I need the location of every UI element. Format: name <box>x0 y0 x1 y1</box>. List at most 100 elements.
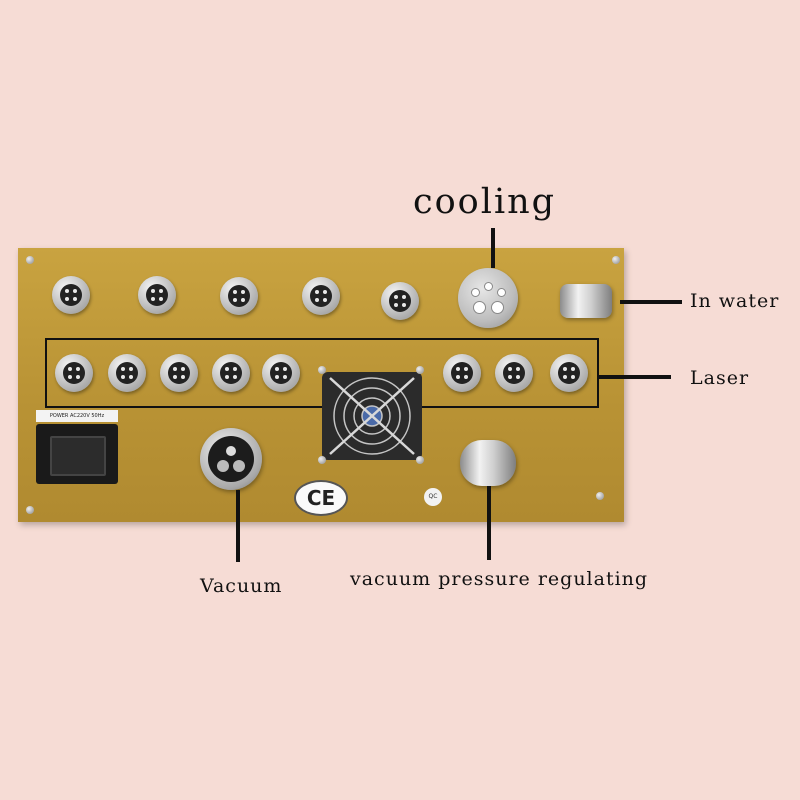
connector-pin <box>73 289 77 293</box>
connector-pin <box>76 367 80 371</box>
panel-screw <box>26 506 34 514</box>
connector-pin <box>315 290 319 294</box>
cooling-port[interactable] <box>458 268 518 328</box>
connector-pin <box>571 367 575 371</box>
connector-pin <box>323 290 327 294</box>
connector-pin <box>464 375 468 379</box>
laser-connector[interactable] <box>160 354 198 392</box>
fan-screw <box>416 366 424 374</box>
connector-pin <box>456 375 460 379</box>
connector-pin <box>283 375 287 379</box>
vacuum-port-inner <box>208 436 254 482</box>
connector-port[interactable] <box>220 277 258 315</box>
in-water-pointer-line <box>620 300 682 304</box>
connector-pin <box>121 375 125 379</box>
connector-pin <box>233 375 237 379</box>
connector-pin <box>159 297 163 301</box>
connector-pin <box>65 297 69 301</box>
connector-pin <box>563 375 567 379</box>
connector-pin <box>402 303 406 307</box>
connector-pin <box>464 367 468 371</box>
connector-pin <box>73 297 77 301</box>
connector-pin <box>233 298 237 302</box>
connector-pin <box>225 375 229 379</box>
connector-pin <box>315 298 319 302</box>
cooling-fan <box>322 372 422 460</box>
vacuum-pointer-line <box>236 490 240 562</box>
vacuum-label: Vacuum <box>200 575 283 597</box>
power-rating-label: POWER AC220V 50Hz <box>36 410 118 422</box>
fan-guard-icon <box>329 377 415 455</box>
panel-screw <box>26 256 34 264</box>
connector-pin <box>233 290 237 294</box>
connector-pin <box>241 290 245 294</box>
connector-pin <box>275 375 279 379</box>
laser-connector[interactable] <box>108 354 146 392</box>
connector-port[interactable] <box>138 276 176 314</box>
connector-pin <box>233 367 237 371</box>
connector-pin <box>283 367 287 371</box>
connector-pin <box>68 375 72 379</box>
cooling-pointer-line <box>491 228 495 268</box>
connector-pin <box>571 375 575 379</box>
connector-pin <box>508 367 512 371</box>
vacuum-pressure-pointer-line <box>487 486 491 560</box>
cooling-hole <box>473 301 486 314</box>
connector-pin <box>394 303 398 307</box>
connector-pin <box>151 289 155 293</box>
connector-pin <box>402 295 406 299</box>
fan-screw <box>318 456 326 464</box>
power-socket[interactable] <box>36 424 118 484</box>
panel-screw <box>612 256 620 264</box>
cooling-hole <box>491 301 504 314</box>
connector-pin <box>151 297 155 301</box>
laser-connector[interactable] <box>443 354 481 392</box>
laser-connector[interactable] <box>212 354 250 392</box>
connector-pin <box>563 367 567 371</box>
vacuum-pressure-knob[interactable] <box>460 440 516 486</box>
laser-connector[interactable] <box>495 354 533 392</box>
laser-label: Laser <box>690 367 750 389</box>
connector-pin <box>456 367 460 371</box>
power-socket-inner <box>50 436 106 476</box>
cooling-hole <box>497 288 506 297</box>
connector-pin <box>129 367 133 371</box>
cooling-hole <box>471 288 480 297</box>
vacuum-pressure-label: vacuum pressure regulating <box>350 568 649 590</box>
connector-pin <box>121 367 125 371</box>
connector-pin <box>508 375 512 379</box>
connector-pin <box>394 295 398 299</box>
connector-pin <box>173 375 177 379</box>
connector-pin <box>241 298 245 302</box>
laser-pointer-line <box>599 375 671 379</box>
laser-connector[interactable] <box>262 354 300 392</box>
connector-port[interactable] <box>52 276 90 314</box>
connector-pin <box>129 375 133 379</box>
connector-pin <box>516 375 520 379</box>
connector-pin <box>516 367 520 371</box>
connector-pin <box>181 367 185 371</box>
panel-screw <box>596 492 604 500</box>
connector-pin <box>181 375 185 379</box>
connector-port[interactable] <box>302 277 340 315</box>
connector-pin <box>323 298 327 302</box>
in-water-knob[interactable] <box>560 284 612 318</box>
connector-port[interactable] <box>381 282 419 320</box>
connector-pin <box>173 367 177 371</box>
fan-screw <box>416 456 424 464</box>
laser-connector[interactable] <box>550 354 588 392</box>
laser-connector[interactable] <box>55 354 93 392</box>
connector-pin <box>159 289 163 293</box>
qc-sticker: QC <box>424 488 442 506</box>
vacuum-port[interactable] <box>200 428 262 490</box>
connector-pin <box>68 367 72 371</box>
connector-pin <box>275 367 279 371</box>
connector-pin <box>225 367 229 371</box>
cooling-label: cooling <box>413 182 557 222</box>
vacuum-port-icon <box>217 446 245 472</box>
fan-screw <box>318 366 326 374</box>
connector-pin <box>65 289 69 293</box>
cooling-hole <box>484 282 493 291</box>
ce-mark: CE <box>294 480 348 516</box>
in-water-label: In water <box>690 290 780 312</box>
